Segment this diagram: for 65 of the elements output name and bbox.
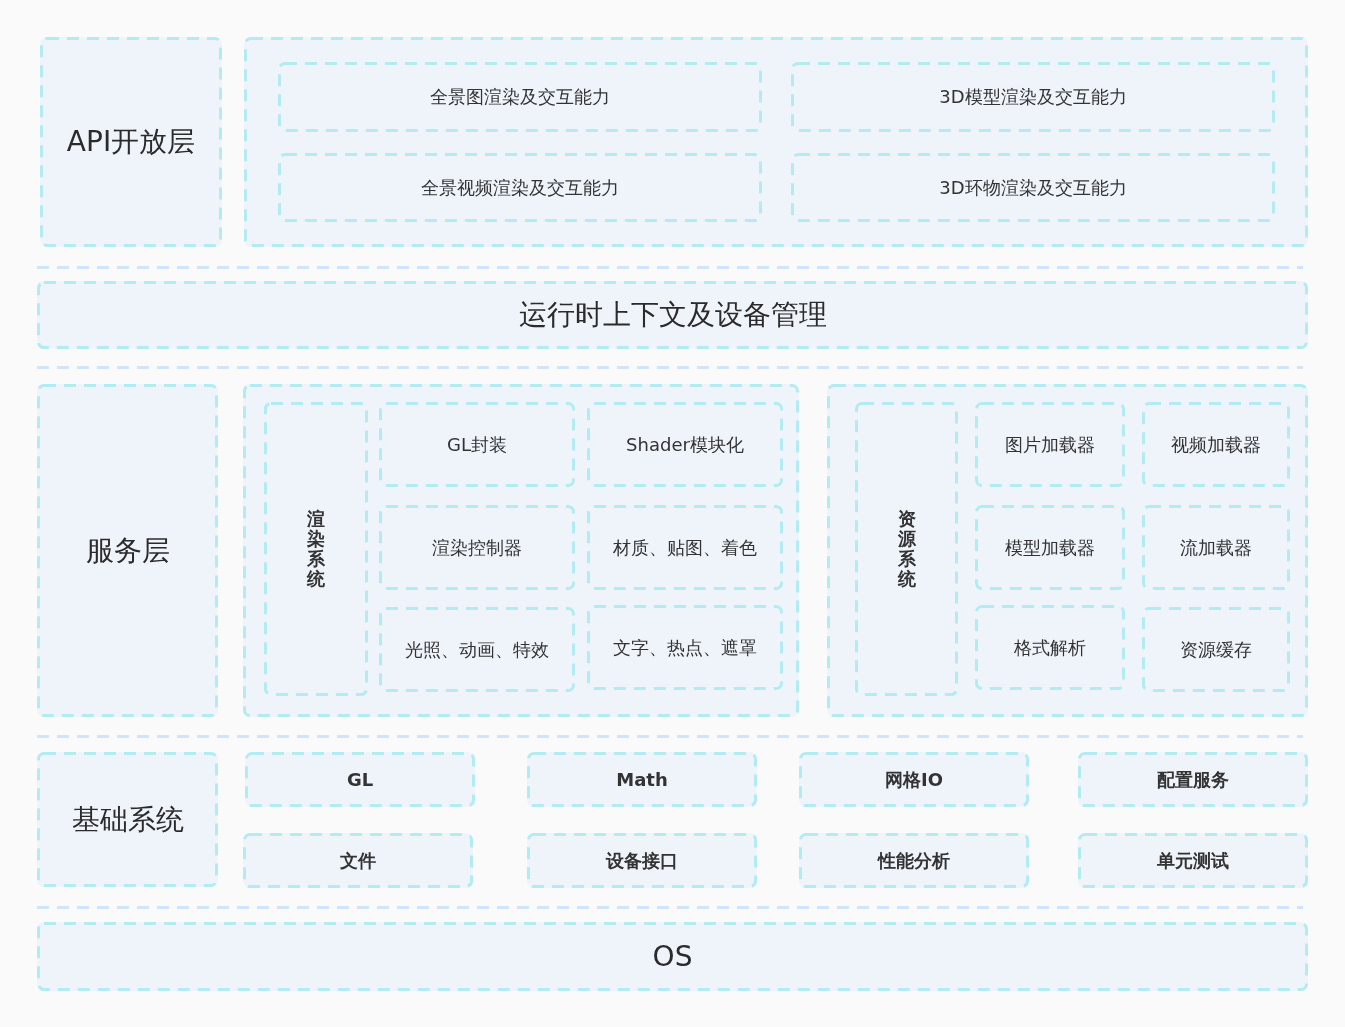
layer-title: 基础系统 — [71, 801, 184, 838]
module-box — [379, 402, 575, 487]
module-label: 材质、贴图、着色 — [613, 535, 757, 560]
layer-title: 服务层 — [85, 532, 170, 569]
module-box — [799, 752, 1029, 807]
module-box — [975, 605, 1125, 690]
module-label: 设备接口 — [606, 848, 678, 873]
module-label: 3D模型渲染及交互能力 — [939, 85, 1127, 109]
layer-title: 运行时上下文及设备管理 — [518, 297, 827, 333]
group-container — [243, 384, 799, 717]
module-box — [791, 62, 1275, 132]
system-box — [264, 402, 368, 696]
layer-title: API开放层 — [66, 124, 196, 160]
module-box — [799, 833, 1029, 888]
layer-title: OS — [652, 940, 693, 973]
module-label: Math — [616, 769, 668, 790]
module-label: 图片加载器 — [1005, 432, 1095, 457]
module-label: Shader模块化 — [626, 432, 744, 457]
module-label: 光照、动画、特效 — [405, 637, 549, 662]
group-container — [827, 384, 1308, 717]
module-label: 网格IO — [885, 767, 943, 792]
module-box — [791, 153, 1275, 222]
module-box — [975, 402, 1125, 487]
module-box — [278, 62, 762, 132]
module-label: 模型加载器 — [1005, 535, 1095, 560]
module-label: 格式解析 — [1014, 635, 1086, 660]
module-label: 文件 — [340, 848, 376, 873]
module-box — [587, 402, 783, 487]
layer-box — [40, 37, 222, 247]
module-label: 渲染控制器 — [432, 535, 522, 560]
module-box — [1142, 505, 1290, 590]
module-box — [278, 153, 762, 222]
module-box — [1078, 833, 1308, 888]
module-label: 全景视频渲染及交互能力 — [421, 175, 619, 200]
system-title: 渲染系统 — [307, 509, 325, 589]
layer-box — [37, 281, 1308, 349]
group-container — [244, 37, 1308, 247]
layer-box — [37, 922, 1308, 991]
module-box — [379, 607, 575, 692]
module-label: GL — [346, 769, 374, 790]
module-label: GL封装 — [447, 432, 507, 457]
module-label: 文字、热点、遮罩 — [613, 635, 757, 660]
module-label: 性能分析 — [878, 848, 950, 873]
system-box — [855, 402, 958, 696]
module-box — [1142, 402, 1290, 487]
module-label: 配置服务 — [1157, 767, 1229, 792]
module-box — [527, 833, 757, 888]
module-box — [975, 505, 1125, 590]
module-label: 全景图渲染及交互能力 — [430, 85, 610, 109]
system-title: 资源系统 — [897, 509, 916, 589]
module-box — [1142, 607, 1290, 692]
module-box — [243, 833, 473, 888]
module-label: 资源缓存 — [1180, 637, 1252, 662]
module-box — [587, 505, 783, 590]
module-box — [245, 752, 475, 807]
module-label: 3D环物渲染及交互能力 — [939, 175, 1127, 200]
module-label: 流加载器 — [1180, 535, 1252, 560]
module-label: 视频加载器 — [1171, 432, 1261, 457]
module-label: 单元测试 — [1157, 848, 1229, 873]
module-box — [1078, 752, 1308, 807]
module-box — [587, 605, 783, 690]
layer-box — [37, 752, 218, 887]
layer-box — [37, 384, 218, 717]
module-box — [527, 752, 757, 807]
module-box — [379, 505, 575, 590]
